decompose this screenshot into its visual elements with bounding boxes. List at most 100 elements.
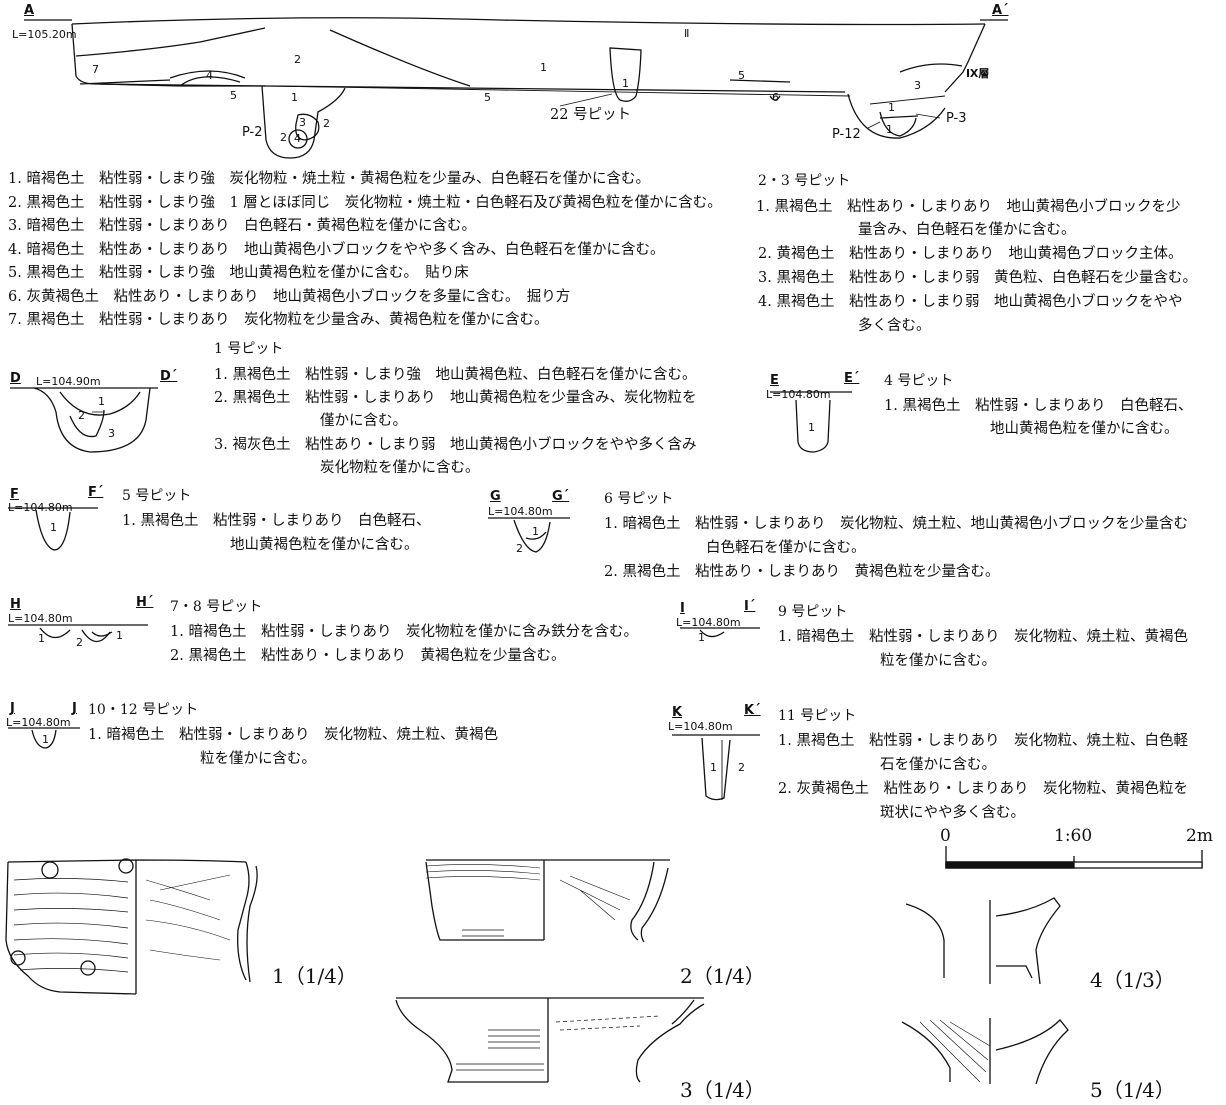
section-label-j: J [10,701,15,716]
layer-label: 1 [42,733,49,746]
section-label-g-prime: G´ [552,489,570,504]
legend-item-cont: 地山黄褐色粒を僅かに含む。 [990,421,1179,437]
elevation-label: L=104.90m [36,375,101,388]
layer-label: 2 [294,53,301,66]
layer-label: 1 [98,395,105,408]
section-label-a-prime: A´ [992,3,1009,18]
artifact-3-label: 3（1/4） [680,1078,765,1102]
pit4-title: 4 号ピット [884,373,954,389]
layer-label: 1 [886,123,893,136]
pit-label-p3: P-3 [946,111,967,126]
pit9-title: 9 号ピット [778,604,848,620]
legend-item: 1. 暗褐色土 粘性弱・しまりあり 炭化物粒、焼土粒、地山黄褐色小ブロックを少量… [604,516,1188,532]
legend-item: 1. 黒褐色土 粘性弱・しまりあり 白色軽石、 [122,513,431,529]
artifact-2-drawing [425,859,670,943]
artifact-3-drawing [395,997,705,1083]
section-label-g: G [490,489,501,504]
pit-label-p2: P-2 [242,125,263,140]
layer-label: 1 [540,61,547,74]
pit1-section-drawing [10,387,158,453]
artifact-2-label: 2（1/4） [680,964,765,988]
legend-item: 4. 黒褐色土 粘性あり・しまり弱 地山黄褐色小ブロックをやや [758,294,1183,310]
artifact-4-label: 4（1/3） [1090,968,1175,992]
artifact-5-label: 5（1/4） [1090,1078,1175,1102]
legend-item: 1. 暗褐色土 粘性弱・しまりあり 炭化物粒、焼土粒、黄褐色 [88,727,498,743]
elevation-label: L=104.80m [6,716,71,729]
layer-label: 1 [808,421,815,434]
elevation-label: L=104.80m [668,720,733,733]
section-label-f-prime: F´ [88,485,104,500]
section-label-d-prime: D´ [160,369,178,384]
scale-bar-drawing [945,846,1203,869]
legend-item: 2. 黒褐色土 粘性あり・しまりあり 黄褐色粒を少量含む。 [604,564,1000,580]
legend-item: 3. 黒褐色土 粘性あり・しまり弱 黄色粒、白色軽石を少量含む。 [758,270,1197,286]
section-label-a: A [24,3,35,18]
layer-label: 3 [299,116,306,129]
layer-label: 3 [108,427,115,440]
section-label-k-prime: K´ [744,703,761,718]
legend-item: 2. 黒褐色土 粘性弱・しまりあり 地山黄褐色粒を少量含み、炭化物粒を [214,390,697,406]
legend-item: 3. 褐灰色土 粘性あり・しまり弱 地山黄褐色小ブロックをやや多く含み [214,437,697,453]
layer-label: 1 [291,91,298,104]
layer-label: 1 [698,631,705,644]
legend-item: 2. 灰黄褐色土 粘性あり・しまりあり 炭化物粒、黄褐色粒を [778,781,1188,797]
legend-item: 7. 黒褐色土 粘性弱・しまりあり 炭化物粒を少量含み、黄褐色粒を僅かに含む。 [8,312,549,328]
layer-label: Ⅱ [684,27,690,40]
layer-label: 2 [280,131,287,144]
legend-item: 1. 黒褐色土 粘性あり・しまりあり 地山黄褐色小ブロックを少 [756,199,1181,215]
layer-label: 2 [516,542,523,555]
layer-label: 1 [710,761,717,774]
layer-label: 7 [92,63,99,76]
layer-label: 2 [76,636,83,649]
legend-item: 2. 黒褐色土 粘性あり・しまりあり 黄褐色粒を少量含む。 [170,648,566,664]
pit5-title: 5 号ピット [122,488,192,504]
artifact-5-drawing [901,1018,1069,1085]
layer-label-ix: Ⅸ層 [966,67,990,80]
elevation-label: L=104.80m [766,388,831,401]
pit1-title: 1 号ピット [214,341,284,357]
scale-bar-start: 0 [940,826,951,846]
legend-item: 1. 暗褐色土 粘性弱・しまりあり 炭化物粒を僅かに含み鉄分を含む。 [170,624,638,640]
legend-item: 5. 黒褐色土 粘性弱・しまり強 地山黄褐色粒を僅かに含む。 貼り床 [8,265,469,281]
layer-label: 4 [206,69,213,82]
pit11-section-drawing [672,734,760,801]
section-label-h: H [10,597,21,612]
pit1012-title: 10・12 号ピット [88,702,199,718]
pit11-title: 11 号ピット [778,708,857,724]
legend-item: 1. 暗褐色土 粘性弱・しまりあり 炭化物粒、焼土粒、黄褐色 [778,629,1188,645]
legend-item: 4. 暗褐色土 粘性あ・しまりあり 地山黄褐色小ブロックをやや多く含み、白色軽石… [8,242,665,258]
artifact-4-drawing [905,897,1061,985]
legend-item-cont: 粒を僅かに含む。 [880,653,996,669]
section-label-i-prime: I´ [744,599,756,614]
pit1012-section-drawing [8,727,80,749]
legend-item: 1. 暗褐色土 粘性弱・しまり強 炭化物粒・焼土粒・黄褐色粒を少量み、白色軽石を… [8,171,650,187]
pit9-section-drawing [680,627,760,638]
legend-item: 1. 黒褐色土 粘性弱・しまりあり 白色軽石、 [884,398,1193,414]
section-label-d: D [10,371,21,386]
elevation-label: L=105.20m [12,28,77,41]
layer-label: 1 [532,525,539,538]
elevation-label: L=104.80m [488,505,553,518]
pit-label-22: 22 号ピット [550,107,632,123]
pit5-section-drawing [8,507,98,551]
legend-item-cont: 僅かに含む。 [320,413,407,429]
pit78-title: 7・8 号ピット [170,599,263,615]
section-label-h-prime: H´ [136,595,154,610]
legend-item: 1. 黒褐色土 粘性弱・しまりあり 炭化物粒、焼土粒、白色軽 [778,733,1188,749]
elevation-label: L=104.80m [8,612,73,625]
layer-label: 1 [116,629,123,642]
layer-label: 5 [484,91,491,104]
legend-item-cont: 斑状にやや多く含む。 [880,805,1025,821]
layer-label: 4 [294,132,301,145]
scale-bar-end: 2m [1186,826,1213,846]
pit6-title: 6 号ピット [604,491,674,507]
pit23-title: 2・3 号ピット [758,173,851,189]
legend-item: 2. 黄褐色土 粘性あり・しまりあり 地山黄褐色ブロック主体。 [758,246,1183,262]
legend-item: 1. 黒褐色土 粘性弱・しまり強 地山黄褐色粒、白色軽石を僅かに含む。 [214,367,697,383]
scale-bar-ratio: 1:60 [1054,826,1093,846]
layer-label: 1 [888,101,895,114]
elevation-label: L=104.80m [676,616,741,629]
section-label-j-prime: J [72,701,77,716]
legend-item-cont: 炭化物粒を僅かに含む。 [320,460,480,476]
legend-item-cont: 白色軽石を僅かに含む。 [706,540,866,556]
